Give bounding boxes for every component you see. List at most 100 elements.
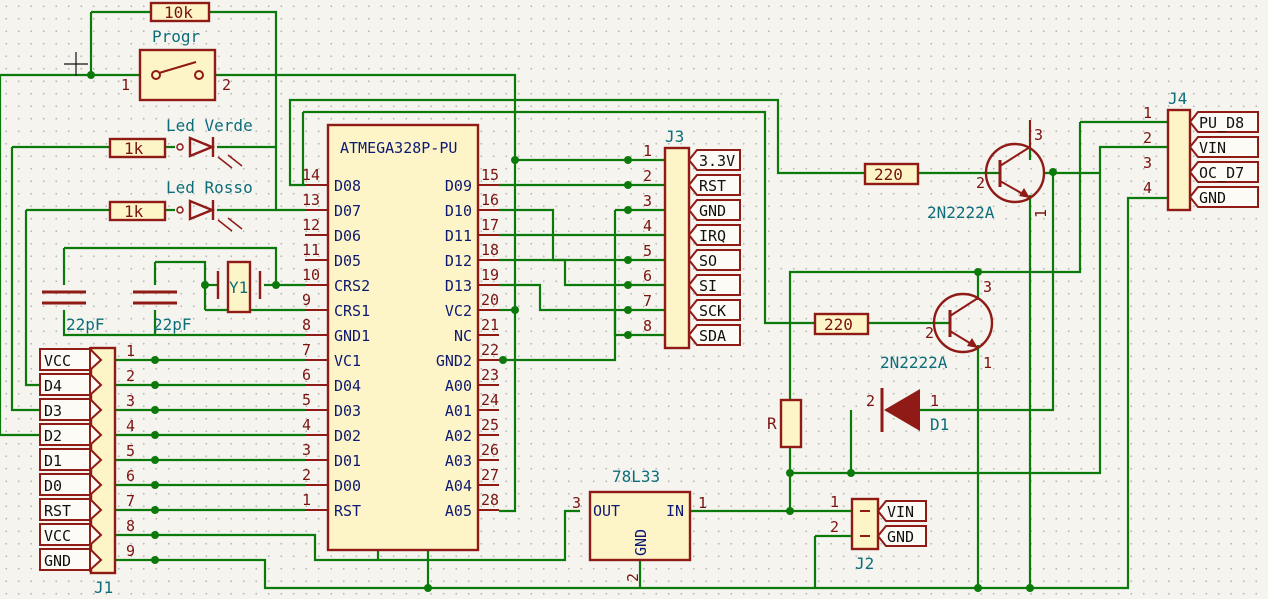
capacitor-c1[interactable]: 22pF xyxy=(42,290,105,334)
crystal-label: Y1 xyxy=(229,278,248,297)
j4-net-label: VIN xyxy=(1199,139,1226,157)
led-red[interactable]: Led Rosso xyxy=(166,178,253,232)
j3-pin-number: 5 xyxy=(643,242,652,260)
j3-pin-number: 8 xyxy=(643,317,652,335)
mcu-pin-number: 7 xyxy=(302,341,311,359)
mcu-pin-name: A04 xyxy=(445,477,472,495)
mcu-pin-number: 12 xyxy=(302,216,320,234)
d1-pin1: 1 xyxy=(930,392,939,410)
j1-net-label: D4 xyxy=(44,377,62,395)
regulator-gnd: GND xyxy=(632,529,650,556)
mcu-pin-number: 28 xyxy=(481,491,499,509)
j1-pin-number: 6 xyxy=(126,467,135,485)
led-green[interactable]: Led Verde xyxy=(166,116,253,169)
j1-pin-number: 8 xyxy=(126,517,135,535)
j3-net-label-box xyxy=(687,249,741,271)
led-green-label: Led Verde xyxy=(166,116,253,135)
capacitor-c2-value: 22pF xyxy=(153,315,192,334)
j3-net-label: IRQ xyxy=(699,227,726,245)
resistor-10k[interactable]: 10k xyxy=(149,1,211,23)
mcu-pin-number: 4 xyxy=(302,416,311,434)
j2-net-label: VIN xyxy=(887,503,914,521)
switch-pin2: 2 xyxy=(222,76,231,94)
mcu-right-pins: 15D0916D1017D1118D1219D1320VC221NC22GND2… xyxy=(436,166,499,520)
mcu-pin-name: D08 xyxy=(334,177,361,195)
j4-pin-number: 4 xyxy=(1143,179,1152,197)
j2-net-label-box xyxy=(876,525,927,547)
capacitor-c2[interactable]: 22pF xyxy=(133,290,192,334)
j1-pin-number: 9 xyxy=(126,542,135,560)
mcu-left-pins: 14D0813D0712D0611D0510CRS29CRS18GND17VC1… xyxy=(302,166,370,520)
mcu-pin-number: 24 xyxy=(481,391,499,409)
d1-pin2: 2 xyxy=(866,392,875,410)
transistor-q2[interactable]: 3 2 1 2N2222A xyxy=(880,278,994,372)
mcu-pin-name: CRS2 xyxy=(334,277,370,295)
j4-net-label: PU_D8 xyxy=(1199,114,1244,132)
j1-net-label-arrow xyxy=(89,471,103,498)
diode-d1[interactable]: 2 1 D1 xyxy=(866,388,949,434)
j1-net-label: D3 xyxy=(44,402,62,420)
mcu-pin-name: NC xyxy=(454,327,472,345)
mcu-pin-name: D11 xyxy=(445,227,472,245)
j3-net-label-box xyxy=(687,174,741,196)
regulator-78l33[interactable]: 78L33 OUT IN GND 3 1 2 xyxy=(572,467,707,582)
mcu-pin-name: D07 xyxy=(334,202,361,220)
mcu-pin-number: 18 xyxy=(481,241,499,259)
j2-pin-number: 2 xyxy=(830,518,839,536)
q1-pin3: 3 xyxy=(1034,126,1043,144)
j3-net-label-box xyxy=(687,149,741,171)
mcu-pin-number: 21 xyxy=(481,316,499,334)
mcu-pin-name: D05 xyxy=(334,252,361,270)
j1-pin-number: 7 xyxy=(126,492,135,510)
resistor-q2-value: 220 xyxy=(824,315,853,334)
resistor-q2-base[interactable]: 220 xyxy=(813,312,870,336)
j3-net-label: SCK xyxy=(699,302,726,320)
mcu-pin-number: 27 xyxy=(481,466,499,484)
mcu-pin-number: 1 xyxy=(302,491,311,509)
mcu-pin-name: VC2 xyxy=(445,302,472,320)
resistor-led-red[interactable]: 1k xyxy=(108,200,167,222)
resistor-q1-base[interactable]: 220 xyxy=(863,162,920,186)
switch-progr[interactable]: Progr 1 2 xyxy=(121,27,231,102)
resistor-r-label: R xyxy=(767,414,777,433)
j1-net-label: GND xyxy=(44,552,71,570)
j3-net-label: SI xyxy=(699,277,717,295)
wire-d08 xyxy=(288,98,865,187)
mcu-pin-name: VC1 xyxy=(334,352,361,370)
transistor-q1[interactable]: 3 2 1 2N2222A xyxy=(927,120,1050,222)
j3-pin-number: 4 xyxy=(643,217,652,235)
mcu-pin-number: 26 xyxy=(481,441,499,459)
crystal-y1[interactable]: Y1 xyxy=(216,260,262,314)
mcu-pin-name: D09 xyxy=(445,177,472,195)
regulator-pin2: 2 xyxy=(624,573,642,582)
switch-label: Progr xyxy=(152,27,201,46)
j1-net-label-arrow xyxy=(89,521,103,548)
j2-net-label-box xyxy=(876,500,927,522)
j2-ref: J2 xyxy=(855,554,874,573)
q1-pin2: 2 xyxy=(976,174,985,192)
wire-d07 xyxy=(209,10,305,212)
resistor-led-green[interactable]: 1k xyxy=(108,137,167,159)
resistor-r[interactable]: R xyxy=(767,398,803,449)
regulator-out: OUT xyxy=(593,502,620,520)
j4-net-label: OC_D7 xyxy=(1199,164,1244,182)
regulator-in: IN xyxy=(666,502,684,520)
j4-pin-number: 1 xyxy=(1143,104,1152,122)
cursor-crosshair-icon xyxy=(64,52,88,76)
mcu-pin-name: D00 xyxy=(334,477,361,495)
mcu-atmega328p[interactable]: ATMEGA328P-PU 14D0813D0712D0611D0510CRS2… xyxy=(302,123,499,552)
mcu-pin-name: A03 xyxy=(445,452,472,470)
j3-pin-number: 6 xyxy=(643,267,652,285)
j1-net-label-arrow xyxy=(89,421,103,448)
mcu-pin-name: D01 xyxy=(334,452,361,470)
j3-net-label-box xyxy=(687,199,741,221)
j3-pin-number: 2 xyxy=(643,167,652,185)
q2-pin3: 3 xyxy=(983,278,992,296)
